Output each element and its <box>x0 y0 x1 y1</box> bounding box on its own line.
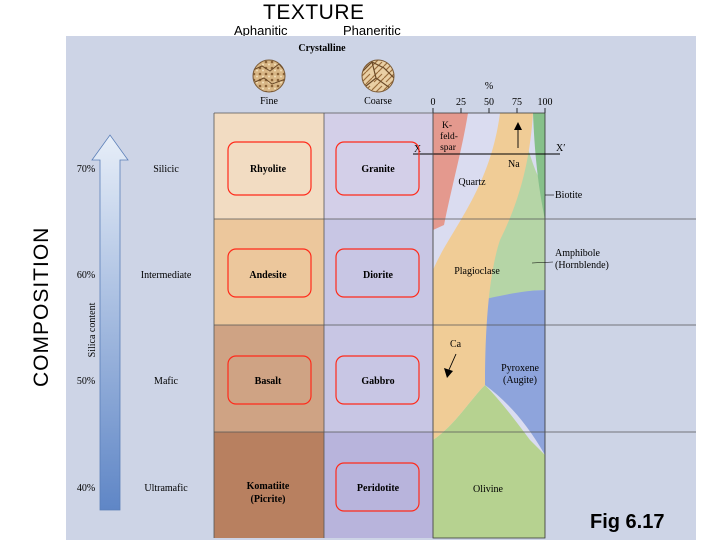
kfeldspar-label-2: feld- <box>440 131 458 142</box>
crystalline-label: Crystalline <box>298 43 346 54</box>
silica-arrow: Silica content <box>87 134 129 511</box>
rock-granite: Granite <box>361 164 395 175</box>
tick-75: 75 <box>512 97 522 108</box>
rock-gabbro: Gabbro <box>361 376 394 387</box>
rock-picrite: (Picrite) <box>251 494 286 505</box>
kfeldspar-label-3: spar <box>440 143 457 153</box>
amphibole-label-1: Amphibole <box>555 248 601 259</box>
quartz-label: Quartz <box>458 177 486 188</box>
fine-rock-names: Rhyolite Andesite Basalt Komatiite (Picr… <box>227 141 312 505</box>
silica-content-label: Silica content <box>87 302 98 357</box>
phaneritic-label: Phaneritic <box>343 23 401 38</box>
igneous-classification-diagram: Crystalline Fine Coarse % 0 25 50 75 100… <box>77 43 696 539</box>
kfeldspar-region <box>433 113 468 230</box>
biotite-label: Biotite <box>555 190 583 201</box>
coarse-column <box>324 113 433 538</box>
rock-basalt: Basalt <box>255 376 282 387</box>
amphibole-label-2: (Hornblende) <box>555 260 609 271</box>
level-silicic: Silicic <box>153 164 179 175</box>
composition-title: COMPOSITION <box>30 226 53 387</box>
pyroxene-label-1: Pyroxene <box>501 363 539 374</box>
marker-x: X <box>414 144 422 155</box>
plagioclase-label: Plagioclase <box>454 266 500 277</box>
rock-peridotite: Peridotite <box>357 483 400 494</box>
percent-ticks: 0 25 50 75 100 <box>431 97 553 113</box>
amphibole-region <box>480 140 545 300</box>
tick-0: 0 <box>431 97 436 108</box>
rock-komatiite: Komatiite <box>247 481 290 492</box>
pct-40: 40% <box>77 483 95 494</box>
fine-texture-swatch <box>252 59 286 93</box>
marker-ca: Ca <box>450 339 462 350</box>
aphanitic-label: Aphanitic <box>234 23 288 38</box>
level-mafic: Mafic <box>154 376 178 387</box>
pyroxene-region <box>477 290 545 455</box>
percent-symbol: % <box>485 81 493 92</box>
coarse-label: Coarse <box>364 96 392 107</box>
level-ultramafic: Ultramafic <box>144 483 188 494</box>
rock-diorite: Diorite <box>363 270 394 281</box>
fine-column <box>214 113 324 538</box>
fine-label: Fine <box>260 96 278 107</box>
coarse-rock-names: Granite Diorite Gabbro Peridotite <box>335 141 420 512</box>
figure-panel: Crystalline Fine Coarse % 0 25 50 75 100… <box>66 36 696 540</box>
tick-100: 100 <box>538 97 553 108</box>
marker-x-prime: X′ <box>556 143 565 154</box>
pct-50: 50% <box>77 376 95 387</box>
mineral-chart: X X′ Na Ca K- feld- spar Quartz Biotite … <box>413 112 609 539</box>
biotite-region <box>533 113 545 220</box>
pyroxene-label-2: (Augite) <box>503 375 537 386</box>
tick-50: 50 <box>484 97 494 108</box>
plagioclase-region <box>433 113 533 440</box>
coarse-texture-swatch <box>361 59 395 93</box>
grid-lines <box>213 112 696 538</box>
pct-70: 70% <box>77 164 95 175</box>
kfeldspar-label-1: K- <box>442 121 452 131</box>
composition-levels: 70% Silicic 60% Intermediate 50% Mafic 4… <box>77 164 192 494</box>
olivine-label: Olivine <box>473 484 504 495</box>
tick-25: 25 <box>456 97 466 108</box>
marker-na: Na <box>508 159 520 170</box>
rock-rhyolite: Rhyolite <box>250 164 287 175</box>
pct-60: 60% <box>77 270 95 281</box>
rock-andesite: Andesite <box>249 270 287 281</box>
figure-label: Fig 6.17 <box>590 511 665 533</box>
olivine-region <box>433 385 545 538</box>
texture-title: TEXTURE <box>263 1 365 24</box>
level-intermediate: Intermediate <box>141 270 192 281</box>
